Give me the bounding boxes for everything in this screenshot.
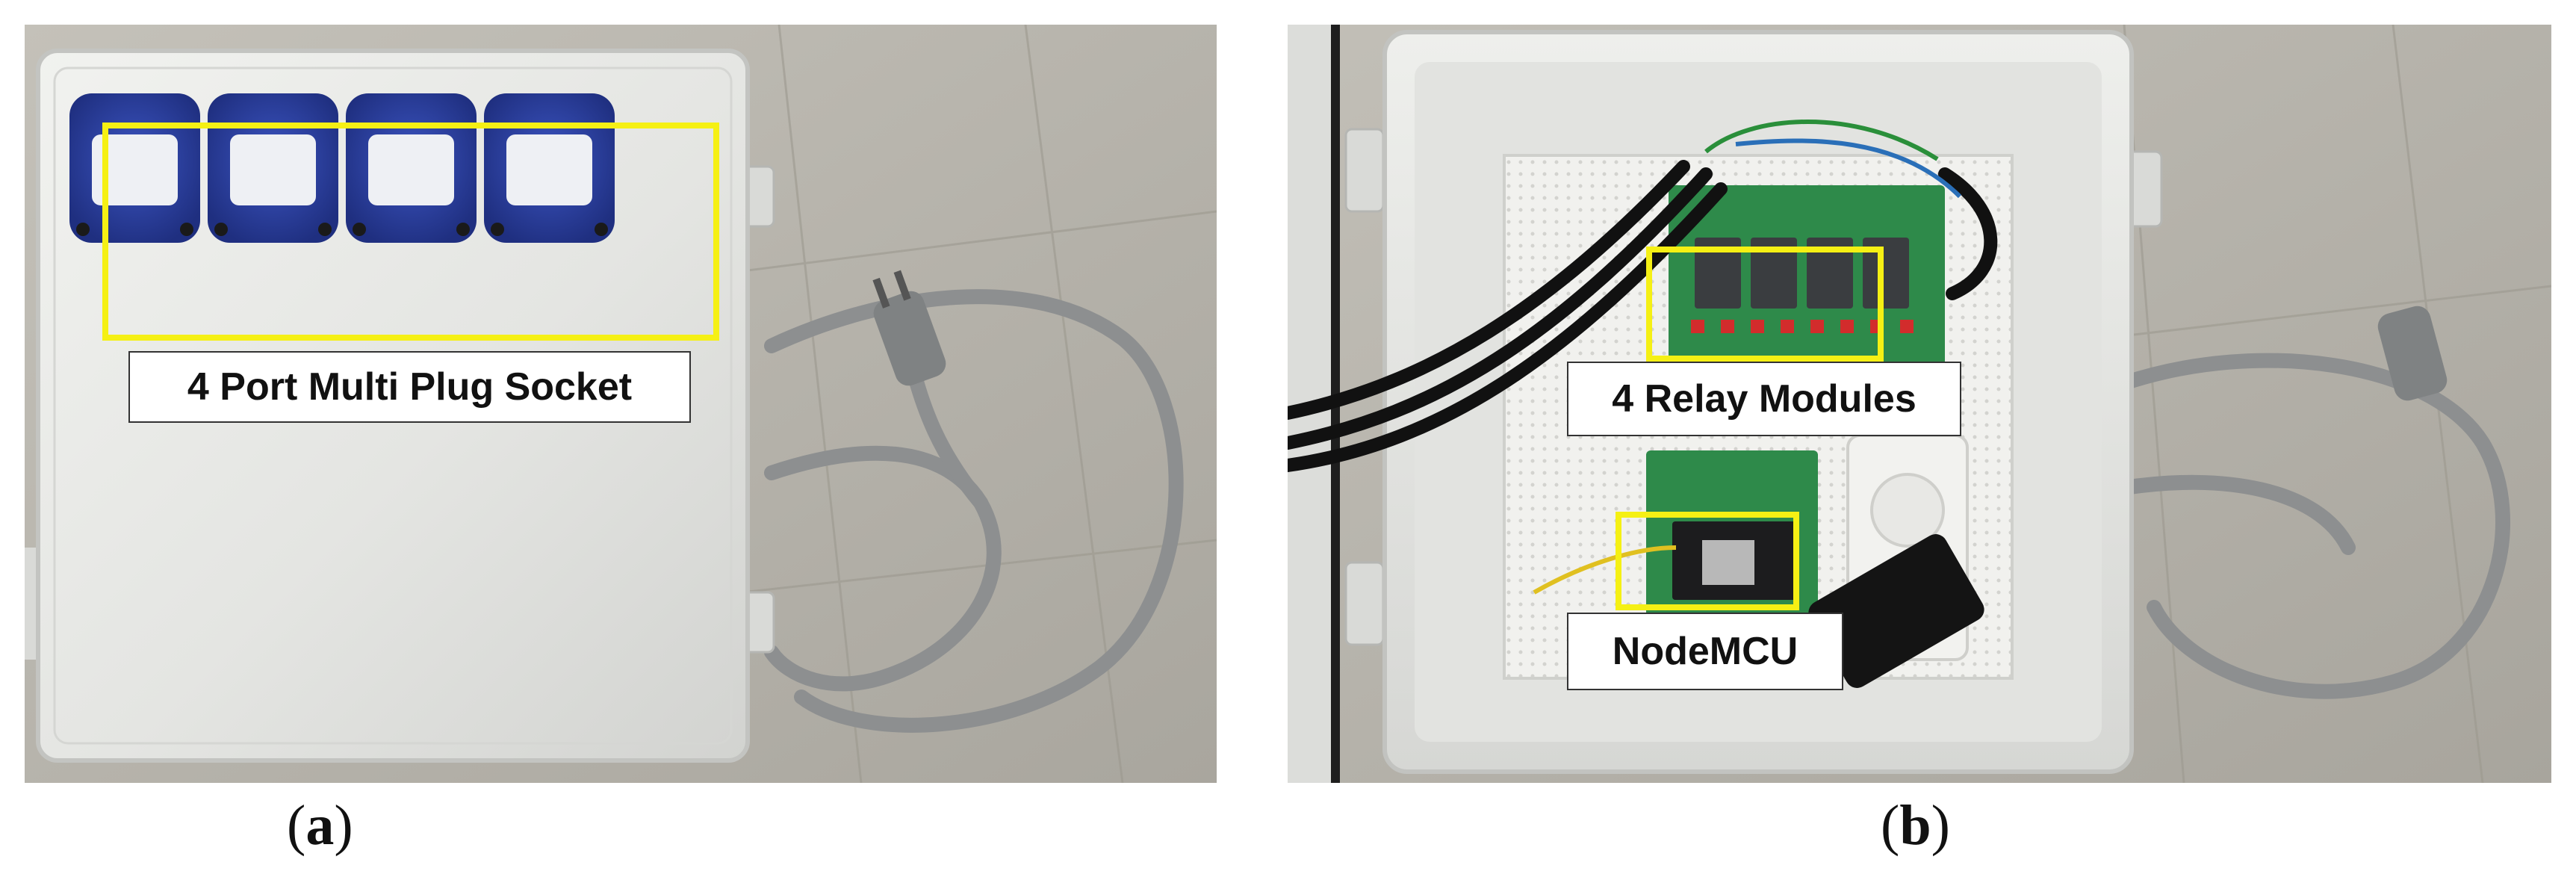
caption-a-letter: a xyxy=(305,794,335,857)
caption-b: (b) xyxy=(1881,794,1950,857)
caption-b-letter: b xyxy=(1899,794,1931,857)
socket-highlight-box xyxy=(102,123,719,341)
mcu-highlight-box xyxy=(1616,512,1799,610)
mcu-label: NodeMCU xyxy=(1567,613,1843,690)
relay-highlight-box xyxy=(1646,247,1884,362)
relay-label: 4 Relay Modules xyxy=(1567,362,1961,436)
socket-label: 4 Port Multi Plug Socket xyxy=(128,351,691,423)
caption-a: (a) xyxy=(287,794,353,857)
